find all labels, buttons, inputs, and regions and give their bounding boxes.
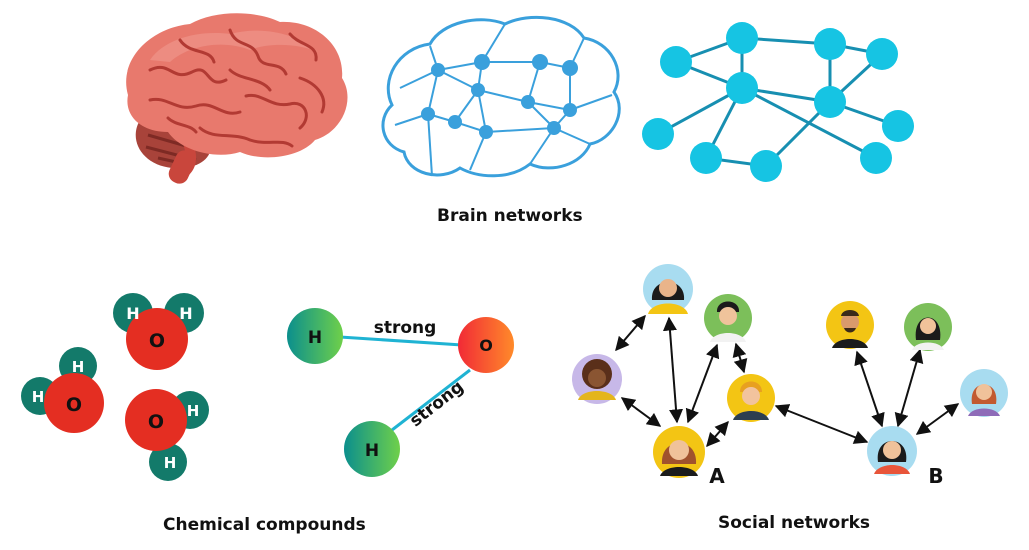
atom-label-h: H bbox=[179, 304, 192, 323]
atom-label-h: H bbox=[32, 388, 45, 406]
person-avatar bbox=[904, 303, 952, 351]
atom-label-h: H bbox=[164, 454, 177, 472]
edge-arrow bbox=[615, 314, 646, 352]
water-molecule: H H O bbox=[125, 389, 209, 481]
person-avatar bbox=[960, 369, 1008, 417]
node-label-a: A bbox=[709, 464, 725, 488]
hydrogen-atom bbox=[344, 421, 400, 477]
atom-label-o: O bbox=[479, 336, 493, 355]
person-avatar bbox=[643, 264, 693, 314]
person-avatar bbox=[826, 301, 874, 349]
atom-label-h: H bbox=[72, 358, 85, 376]
node-label-b: B bbox=[928, 464, 943, 488]
edge-arrow bbox=[706, 420, 729, 448]
water-molecule: H H O bbox=[21, 347, 104, 433]
edge-arrow bbox=[620, 397, 662, 427]
atom-label-o: O bbox=[148, 411, 164, 433]
atom-label-h: H bbox=[365, 441, 379, 461]
water-molecules-cluster: H H O H H O H H O bbox=[21, 293, 209, 481]
person-avatar bbox=[572, 354, 622, 404]
edge-arrow bbox=[854, 350, 885, 428]
atom-label-h: H bbox=[126, 304, 139, 323]
edge-arrow bbox=[662, 316, 684, 424]
edge-arrow bbox=[894, 348, 924, 428]
person-avatar-b bbox=[867, 426, 917, 476]
social-network-diagram: A B bbox=[572, 264, 1008, 488]
edge-arrow bbox=[685, 343, 720, 424]
edge-arrow bbox=[774, 404, 869, 444]
bond-label-strong: strong bbox=[374, 318, 437, 338]
caption-brain-networks: Brain networks bbox=[437, 206, 583, 226]
water-molecule: H H O bbox=[113, 293, 204, 370]
oxygen-atom bbox=[458, 317, 514, 373]
bond-line bbox=[339, 335, 463, 347]
hydrogen-bond-diagram: H O H strong strong bbox=[287, 308, 514, 477]
abstract-network-graph bbox=[642, 22, 914, 182]
atom-label-h: H bbox=[187, 402, 200, 420]
hydrogen-atom bbox=[287, 308, 343, 364]
bond-line bbox=[391, 368, 471, 432]
atom-label-h: H bbox=[308, 328, 322, 348]
caption-chemical-compounds: Chemical compounds bbox=[163, 515, 366, 535]
caption-social-networks: Social networks bbox=[718, 513, 870, 533]
atom-label-o: O bbox=[149, 330, 165, 352]
person-avatar bbox=[704, 294, 752, 342]
person-avatar-a bbox=[653, 426, 705, 478]
edge-arrow bbox=[915, 403, 960, 435]
atom-label-o: O bbox=[66, 394, 82, 416]
brain-network-outline bbox=[381, 15, 621, 178]
bond-label-strong: strong bbox=[406, 377, 468, 431]
person-avatar bbox=[727, 374, 775, 422]
anatomical-brain-illustration bbox=[126, 13, 348, 184]
edge-arrow bbox=[732, 342, 748, 374]
